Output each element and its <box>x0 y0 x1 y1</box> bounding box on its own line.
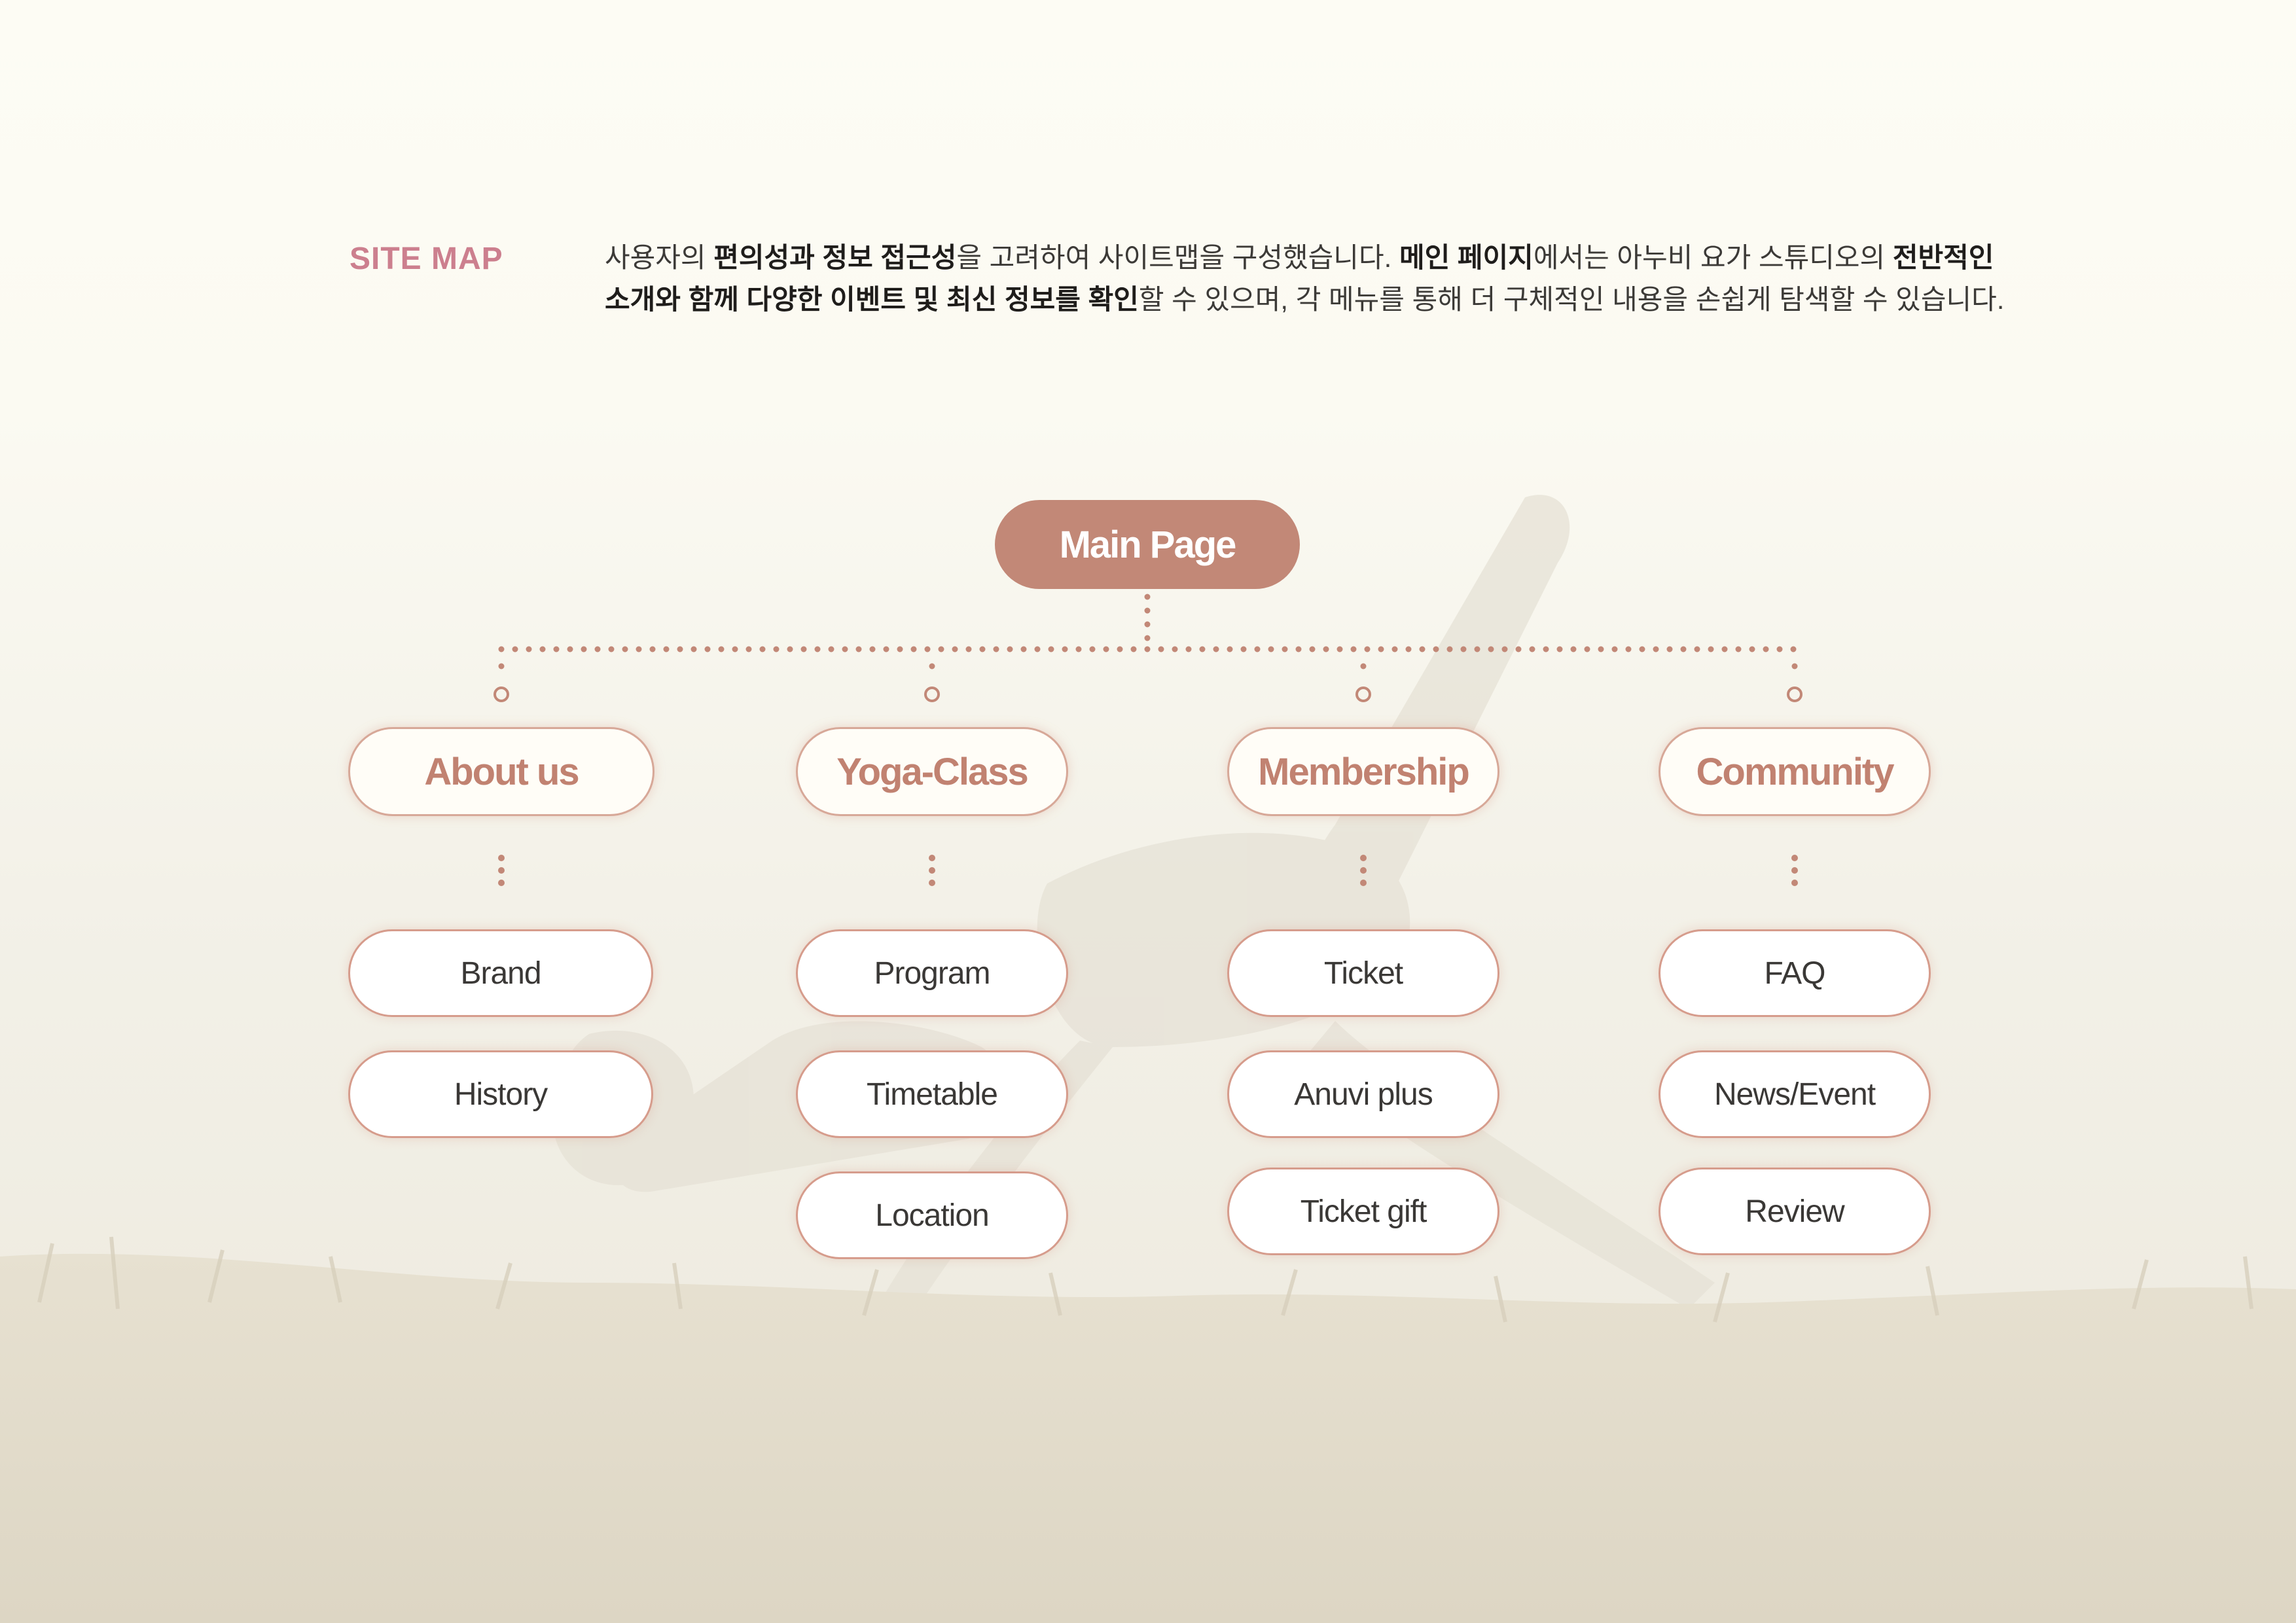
node-timetable[interactable]: Timetable <box>796 1050 1068 1138</box>
vertical-dots <box>1360 855 1367 892</box>
vertical-dots <box>1791 855 1798 892</box>
node-brand[interactable]: Brand <box>348 929 653 1017</box>
description-text: 을 고려하여 사이트맵을 구성했습니다. <box>956 242 1399 273</box>
node-ticket-gift[interactable]: Ticket gift <box>1227 1168 1499 1255</box>
description-line: 소개와 함께 다양한 이벤트 및 최신 정보를 확인할 수 있으며, 각 메뉴를… <box>605 279 2004 321</box>
branch-end-circles <box>493 687 1803 702</box>
node-anuvi-plus[interactable]: Anuvi plus <box>1227 1050 1499 1138</box>
description-text: 사용자의 <box>605 242 714 273</box>
node-membership[interactable]: Membership <box>1227 727 1499 816</box>
description-bold-text: 편의성과 정보 접근성 <box>713 242 957 273</box>
page-title: SITE MAP <box>350 241 503 276</box>
grass-field <box>0 1253 2296 1623</box>
node-faq[interactable]: FAQ <box>1659 929 1931 1017</box>
node-news-event[interactable]: News/Event <box>1659 1050 1931 1138</box>
node-community[interactable]: Community <box>1659 727 1931 816</box>
node-yoga-class[interactable]: Yoga-Class <box>796 727 1068 816</box>
description-bold-text: 소개와 함께 다양한 이벤트 및 최신 정보를 확인 <box>605 284 1139 315</box>
node-history[interactable]: History <box>348 1050 653 1138</box>
description-text: 에서는 아누비 요가 스튜디오의 <box>1533 242 1893 273</box>
page-description: 사용자의 편의성과 정보 접근성을 고려하여 사이트맵을 구성했습니다. 메인 … <box>605 237 2004 321</box>
vertical-dots <box>498 855 505 892</box>
node-about-us[interactable]: About us <box>348 727 655 816</box>
description-bold-text: 메인 페이지 <box>1399 242 1534 273</box>
description-bold-text: 전반적인 <box>1892 242 1994 273</box>
node-main-page[interactable]: Main Page <box>995 500 1300 589</box>
node-location[interactable]: Location <box>796 1171 1068 1259</box>
node-review[interactable]: Review <box>1659 1168 1931 1255</box>
node-program[interactable]: Program <box>796 929 1068 1017</box>
description-line: 사용자의 편의성과 정보 접근성을 고려하여 사이트맵을 구성했습니다. 메인 … <box>605 237 1994 279</box>
vertical-dots <box>929 855 935 892</box>
description-text: 할 수 있으며, 각 메뉴를 통해 더 구체적인 내용을 손쉽게 탐색할 수 있… <box>1138 284 2005 315</box>
node-ticket[interactable]: Ticket <box>1227 929 1499 1017</box>
branch-connectors <box>498 663 1798 681</box>
